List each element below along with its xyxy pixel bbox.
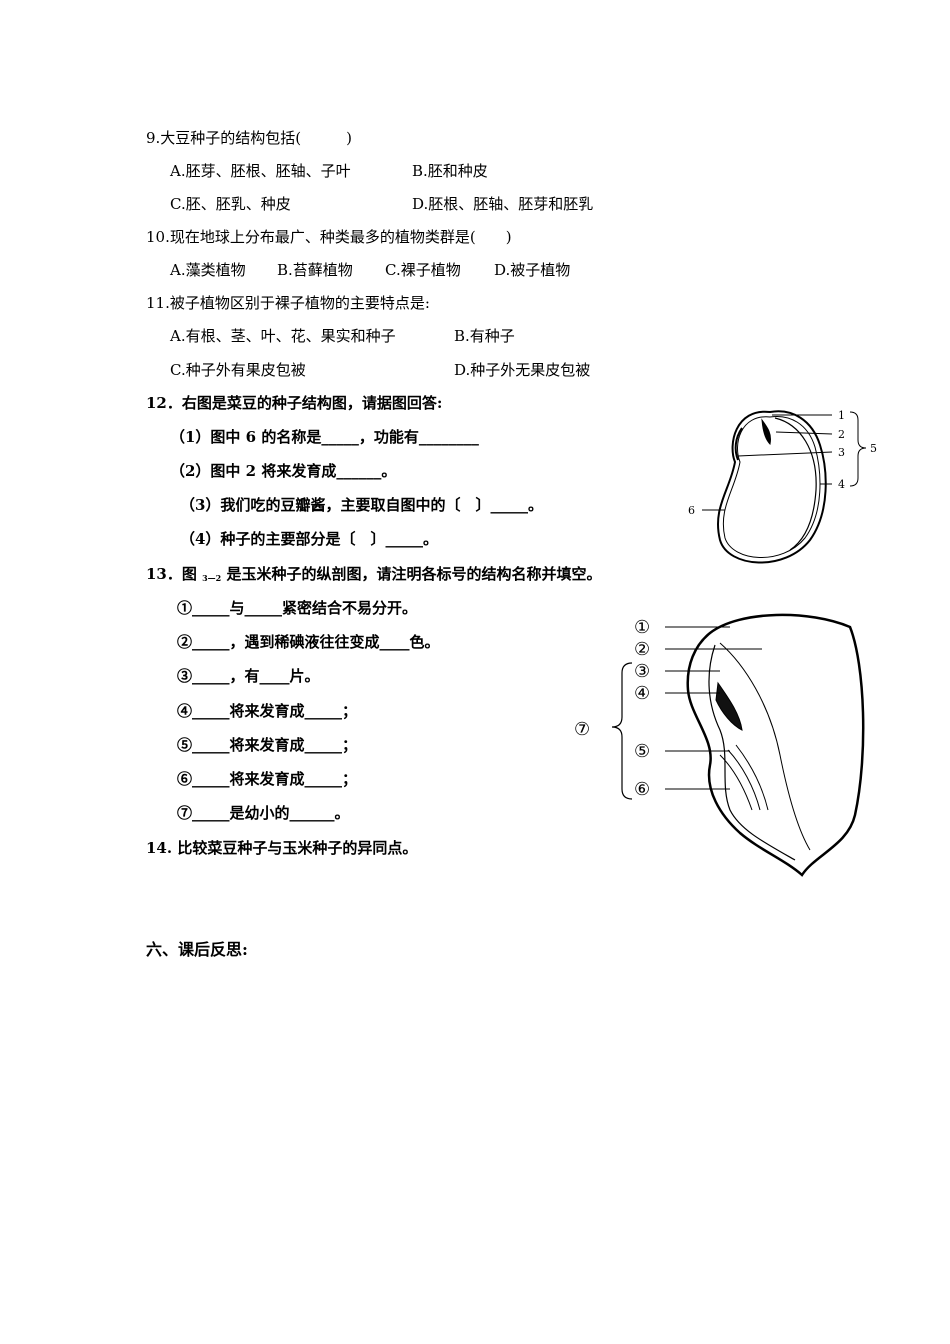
q13-stem-post: 是玉米种子的纵剖图，请注明各标号的结构名称并填空。 [221,565,602,583]
corn-label-1: ① [634,617,650,638]
q13-stem-sub: 3—2 [202,573,222,583]
q10-option-b: B.苔藓植物 [277,261,353,279]
corn-seed-figure: ① ② ③ ④ ⑤ ⑥ ⑦ [574,613,865,877]
bean-label-5: 5 [870,442,877,455]
bean-seed-coat [717,410,827,564]
corn-label-4: ④ [634,683,650,704]
q13-line5: ⑤_____将来发育成_____； [177,736,358,754]
q9-option-d: D.胚根、胚轴、胚芽和胚乳 [412,195,594,213]
q12-sub3: （3）我们吃的豆瓣酱，主要取自图中的〔 〕_____。 [180,496,543,514]
q11-stem: 11.被子植物区别于裸子植物的主要特点是: [146,294,430,312]
q12-stem: 12．右图是菜豆的种子结构图，请据图回答: [146,394,443,412]
q13-stem: 13．图 3—2 是玉米种子的纵剖图，请注明各标号的结构名称并填空。 [146,564,601,586]
q11-option-b: B.有种子 [454,327,515,345]
q13-line4: ④_____将来发育成_____； [177,702,358,720]
bean-label-1: 1 [838,409,845,422]
bean-label-4: 4 [838,478,845,491]
corn-label-5: ⑤ [634,741,650,762]
q10-option-a: A.藻类植物 [170,261,246,279]
corn-endosperm-line [719,642,811,851]
q12-sub1: （1）图中 6 的名称是_____，功能有________ [170,428,479,446]
q13-line6: ⑥_____将来发育成_____； [177,770,358,788]
q9-option-a: A.胚芽、胚根、胚轴、子叶 [170,162,351,180]
corn-brace [611,662,633,800]
q10-option-d: D.被子植物 [494,261,571,279]
bean-label-6: 6 [688,504,695,517]
q9-option-b: B.胚和种皮 [412,162,488,180]
corn-seed-inner [708,644,796,861]
q12-sub2: （2）图中 2 将来发育成______。 [170,462,397,480]
q9-option-c: C.胚、胚乳、种皮 [170,195,291,213]
bean-label-2: 2 [838,428,845,441]
q12-sub4: （4）种子的主要部分是〔 〕_____。 [180,530,438,548]
corn-label-6: ⑥ [634,779,650,800]
q13-line2: ②_____，遇到稀碘液往往变成____色。 [177,633,440,651]
q13-line7: ⑦_____是幼小的______。 [177,804,350,822]
bean-cotyledon-edge [774,417,817,551]
bean-label-3: 3 [838,446,845,459]
q11-option-a: A.有根、茎、叶、花、果实和种子 [170,327,396,345]
q10-option-c: C.裸子植物 [385,261,461,279]
corn-seed-outline [686,613,865,877]
bean-radicle [734,427,743,461]
bean-seed-coat-inner [722,415,821,558]
corn-embryo [715,681,743,731]
corn-label-7: ⑦ [574,719,590,740]
corn-label-2: ② [634,639,650,660]
corn-label-3: ③ [634,661,650,682]
q10-stem: 10.现在地球上分布最广、种类最多的植物类群是( ) [146,228,512,246]
q9-stem: 9.大豆种子的结构包括( ) [146,129,353,147]
q11-option-d: D.种子外无果皮包被 [454,361,591,379]
q11-option-c: C.种子外有果皮包被 [170,361,306,379]
q13-line1: ①_____与_____紧密结合不易分开。 [177,599,418,617]
reflection-title: 六、课后反思: [146,940,248,959]
bean-seed-figure: 1 2 3 4 5 6 [688,409,877,564]
q13-stem-pre: 13．图 [146,565,203,583]
bean-brace [849,411,867,487]
q14-stem: 14. 比较菜豆种子与玉米种子的异同点。 [146,839,418,857]
q13-line3: ③_____，有____片。 [177,667,320,685]
corn-embryo-lines [719,744,769,811]
bean-plumule [761,418,771,446]
